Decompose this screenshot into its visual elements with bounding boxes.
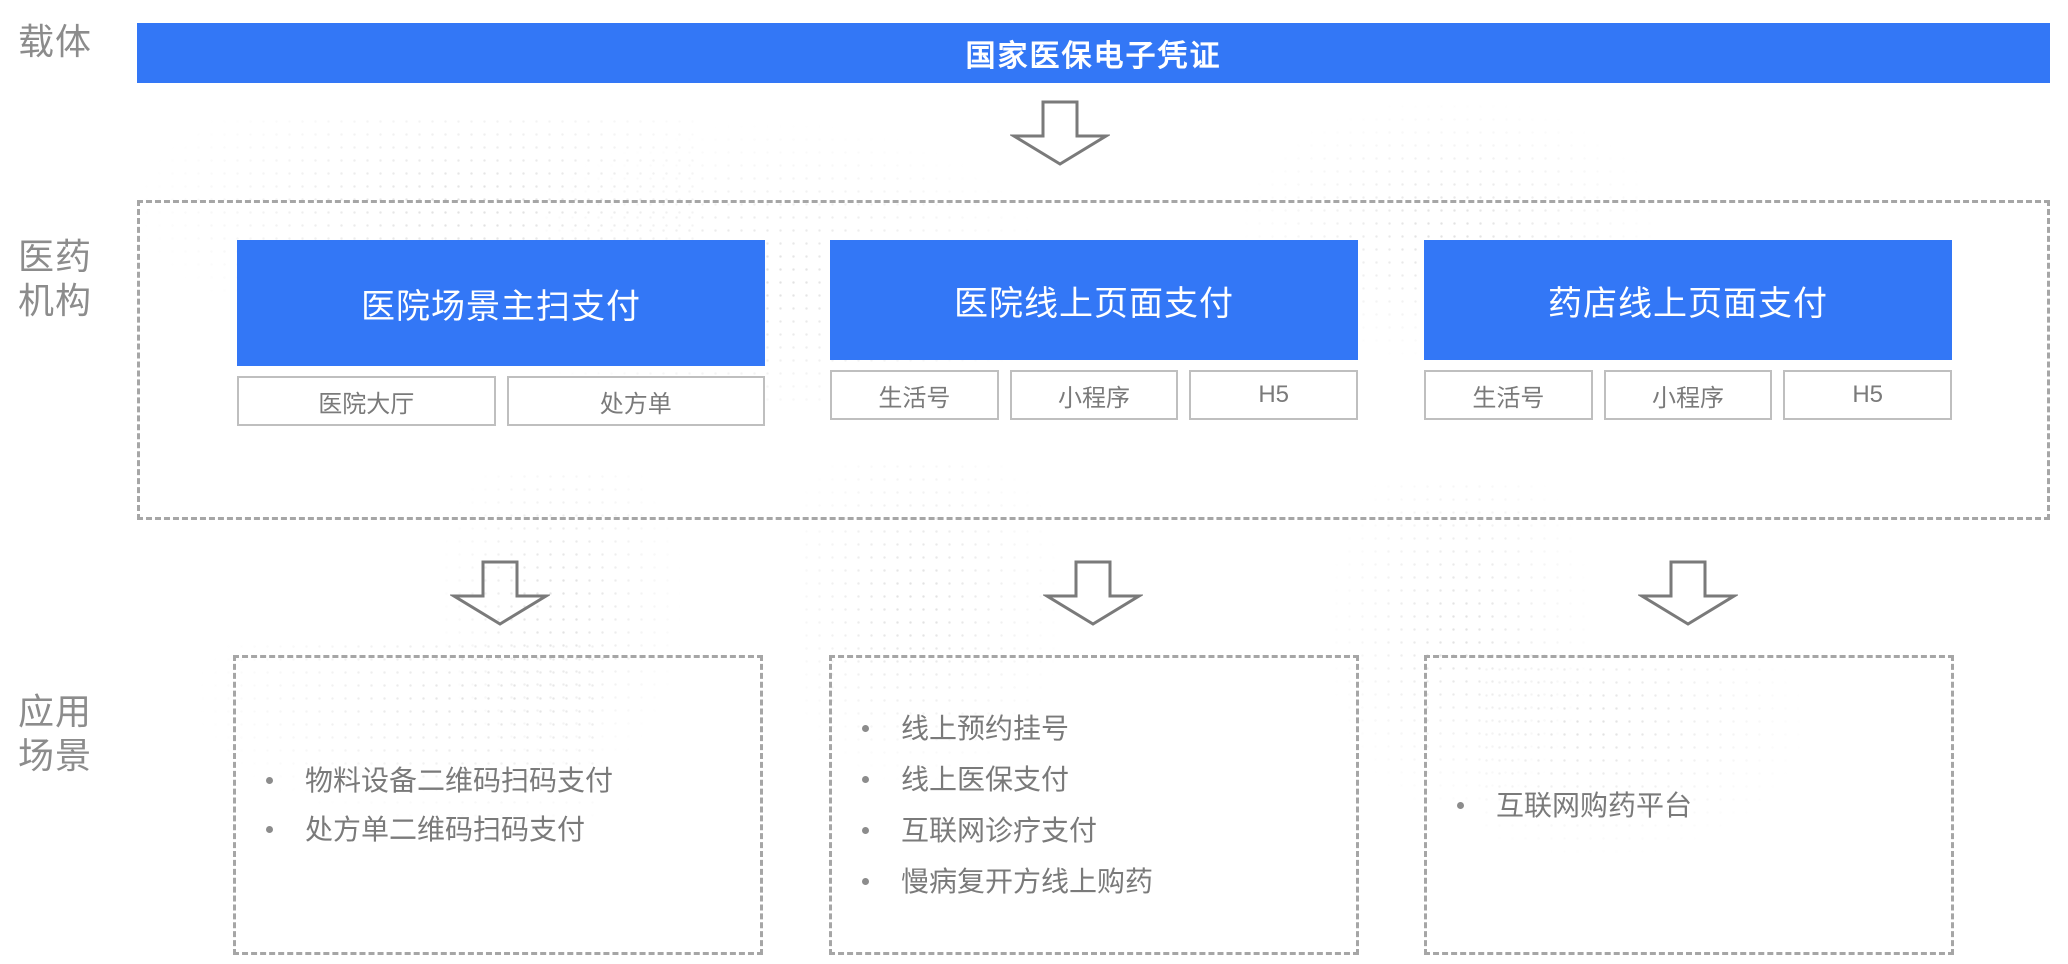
bullet-dot-icon [862, 827, 869, 834]
bullet-dot-icon [1457, 801, 1464, 809]
list-item: 线上预约挂号 [862, 711, 1356, 746]
scenario-list: 线上预约挂号 线上医保支付 互联网诊疗支付 慢病复开方线上购药 [832, 695, 1356, 915]
list-item-label: 慢病复开方线上购药 [901, 866, 1154, 897]
row-label-organization: 医药机构 [18, 236, 93, 321]
arrow-down-icon [1010, 100, 1110, 166]
sub-chip[interactable]: 生活号 [830, 370, 999, 420]
carrier-banner: 国家医保电子凭证 [137, 23, 2050, 83]
banner-title: 国家医保电子凭证 [965, 40, 1222, 73]
channel-group-pharmacy-online: 药店线上页面支付 生活号 小程序 H5 [1424, 240, 1953, 420]
bullet-dot-icon [862, 776, 869, 783]
list-item-label: 线上预约挂号 [901, 713, 1070, 744]
channel-title[interactable]: 医院线上页面支付 [830, 240, 1358, 360]
channel-title[interactable]: 药店线上页面支付 [1424, 240, 1952, 360]
bullet-dot-icon [266, 777, 273, 784]
row-label-carrier: 载体 [18, 21, 93, 62]
sub-chip[interactable]: 医院大厅 [237, 376, 496, 426]
scenario-panel-hospital-scan: 物料设备二维码扫码支付 处方单二维码扫码支付 [233, 655, 763, 955]
list-item-label: 线上医保支付 [901, 764, 1070, 795]
sub-chip[interactable]: 小程序 [1009, 370, 1179, 420]
list-item: 互联网购药平台 [1457, 788, 1951, 823]
sub-chip[interactable]: 生活号 [1424, 370, 1593, 420]
list-item-label: 物料设备二维码扫码支付 [305, 765, 614, 796]
arrow-down-icon [1043, 560, 1143, 626]
sub-chip[interactable]: 处方单 [506, 376, 765, 426]
channel-group-hospital-online: 医院线上页面支付 生活号 小程序 H5 [830, 240, 1359, 420]
bullet-dot-icon [862, 725, 869, 732]
list-item: 互联网诊疗支付 [862, 813, 1356, 848]
arrow-down-icon [1638, 560, 1738, 626]
scenario-list: 互联网购药平台 [1427, 774, 1951, 837]
row-label-scenario: 应用场景 [18, 691, 93, 776]
list-item: 物料设备二维码扫码支付 [266, 763, 760, 798]
list-item: 处方单二维码扫码支付 [266, 812, 760, 847]
channel-sub-list: 生活号 小程序 H5 [830, 370, 1359, 420]
list-item-label: 互联网诊疗支付 [901, 815, 1098, 846]
channel-group-hospital-scan: 医院场景主扫支付 医院大厅 处方单 [237, 240, 765, 426]
sub-chip[interactable]: H5 [1189, 370, 1359, 420]
arrow-down-icon [450, 560, 550, 626]
channel-title[interactable]: 医院场景主扫支付 [237, 240, 765, 366]
sub-chip[interactable]: H5 [1783, 370, 1953, 420]
channel-sub-list: 生活号 小程序 H5 [1424, 370, 1953, 420]
scenario-panel-hospital-online: 线上预约挂号 线上医保支付 互联网诊疗支付 慢病复开方线上购药 [829, 655, 1359, 955]
list-item-label: 处方单二维码扫码支付 [305, 814, 586, 845]
sub-chip[interactable]: 小程序 [1603, 370, 1773, 420]
list-item-label: 互联网购药平台 [1496, 789, 1693, 821]
list-item: 线上医保支付 [862, 762, 1356, 797]
scenario-list: 物料设备二维码扫码支付 处方单二维码扫码支付 [236, 749, 760, 861]
organization-container [137, 200, 2050, 520]
bullet-dot-icon [266, 826, 273, 833]
channel-sub-list: 医院大厅 处方单 [237, 376, 765, 426]
scenario-panel-pharmacy-online: 互联网购药平台 [1424, 655, 1954, 955]
bullet-dot-icon [862, 878, 869, 885]
list-item: 慢病复开方线上购药 [862, 864, 1356, 899]
